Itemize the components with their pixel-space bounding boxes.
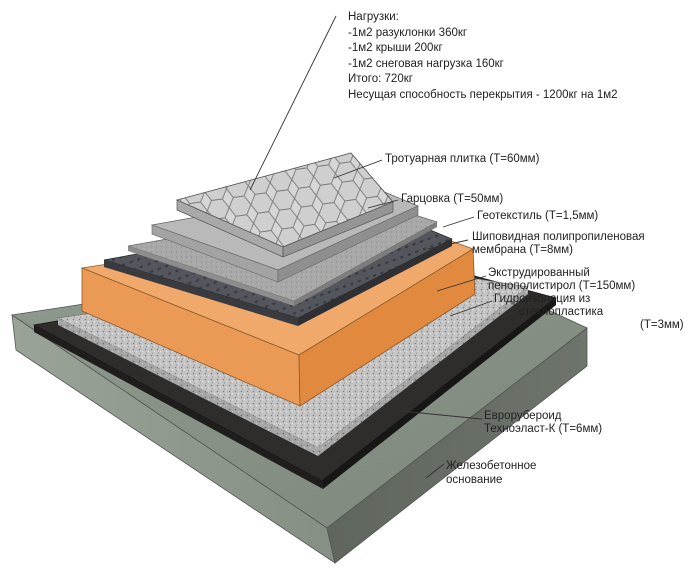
label-fiberglass-1: Гидроизоляция из [494, 293, 591, 305]
label-geotextile: Геотекстиль (Т=1,5мм) [477, 210, 599, 222]
label-euro-1: Еврорубероид [484, 410, 562, 422]
loads-title: Нагрузки: [348, 11, 399, 23]
label-concrete-2: основание [446, 474, 503, 486]
loads-line: Несущая способность перекрытия - 1200кг … [348, 88, 618, 101]
label-xps-1: Экструдированный [488, 267, 590, 279]
label-paving: Тротуарная плитка (Т=60мм) [385, 153, 540, 165]
label-fiberglass-2: стеклопластика [519, 306, 604, 318]
loads-line: -1м2 снеговая нагрузка 160кг [348, 57, 504, 70]
label-fiberglass-3: (Т=3мм) [640, 319, 684, 331]
loads-block: Нагрузки: -1м2 разуклонки 360кг -1м2 кры… [348, 10, 618, 103]
loads-line: -1м2 разуклонки 360кг [348, 26, 468, 39]
leader-lines [249, 15, 493, 479]
label-membrane-2: мембрана (Т=8мм) [472, 244, 574, 256]
loads-line: Итого: 720кг [348, 73, 413, 85]
label-membrane-1: Шиповидная полипропиленовая [472, 231, 645, 243]
label-xps-2: пенополистирол (Т=150мм) [488, 280, 636, 292]
label-concrete-1: Железобетонное [446, 460, 537, 472]
loads-line: -1м2 крыши 200кг [348, 42, 443, 54]
label-screed: Гарцовка (Т=50мм) [401, 193, 504, 205]
label-euro-2: Техноэласт-К (Т=6мм) [484, 423, 603, 435]
